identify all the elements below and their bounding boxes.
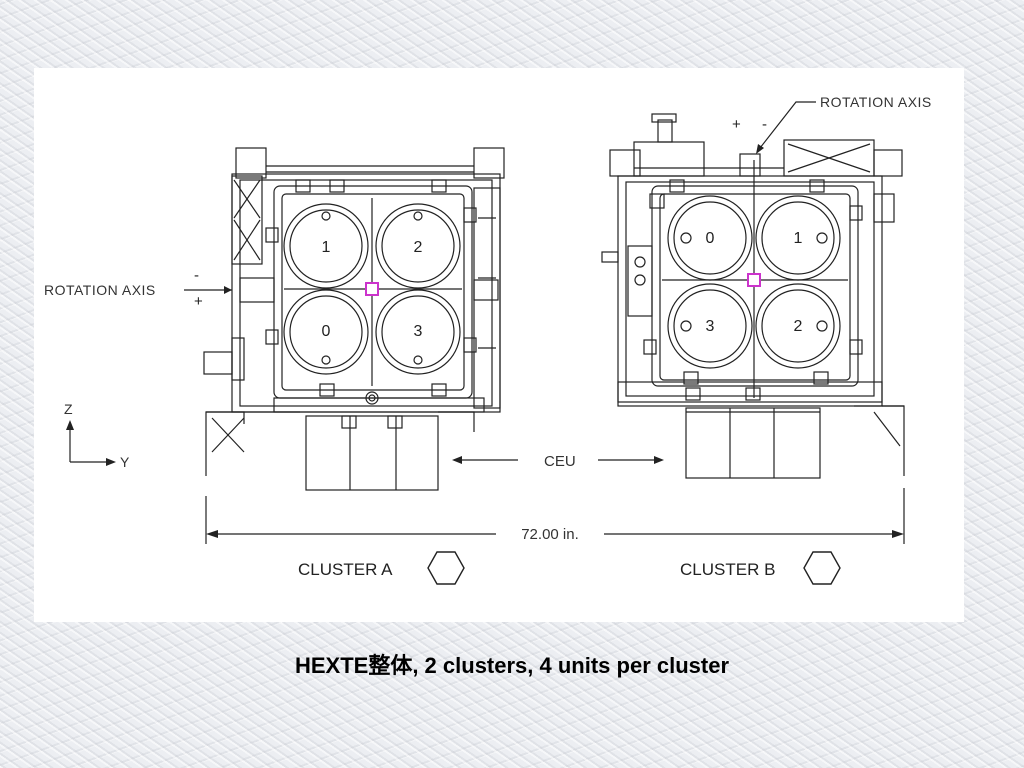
cluster-b-drawing: [601, 113, 905, 479]
cluster-b-axis-leader: [759, 101, 816, 149]
cluster-a-label: CLUSTER A: [298, 560, 393, 579]
cluster-a-unit-3: 3: [414, 323, 423, 340]
cluster-b-minus-sign: -: [762, 116, 767, 133]
cluster-a-unit-1: 1: [322, 239, 331, 256]
ceu-label: CEU: [544, 453, 576, 470]
cluster-a-rotation-axis-label: ROTATION AXIS: [44, 282, 156, 298]
hexte-diagram: 1 2 0 3 ROTATION AXIS - +: [34, 68, 964, 622]
zy-axis-indicator: [66, 420, 116, 466]
cluster-a-minus-sign: -: [194, 267, 199, 284]
cluster-a-drawing: [203, 147, 505, 491]
cluster-b-plus-sign: +: [732, 116, 741, 133]
cluster-b-axis-marker: [747, 273, 761, 287]
slide-caption: HEXTE整体, 2 clusters, 4 units per cluster: [294, 653, 730, 678]
cluster-b-axis-arrowhead: [756, 144, 764, 154]
cluster-b-unit-1: 1: [794, 230, 803, 247]
dimension-line: [205, 488, 905, 544]
cluster-b-unit-3: 3: [706, 318, 715, 335]
dimension-label: 72.00 in.: [521, 526, 579, 543]
cluster-a-unit-0: 0: [322, 323, 331, 340]
cluster-b-unit-0: 0: [706, 230, 715, 247]
cluster-b-rotation-axis-label: ROTATION AXIS: [820, 94, 932, 110]
cluster-a-plus-sign: +: [194, 293, 203, 310]
cluster-a-axis-marker: [365, 282, 379, 296]
cluster-a-hexagon-icon: [427, 551, 465, 585]
cluster-b-label: CLUSTER B: [680, 560, 775, 579]
cluster-b-hexagon-icon: [803, 551, 841, 585]
cluster-a-axis-arrowhead: [224, 286, 232, 294]
z-axis-label: Z: [64, 401, 73, 417]
y-axis-label: Y: [120, 454, 130, 470]
cluster-b-unit-2: 2: [794, 318, 803, 335]
cluster-a-unit-2: 2: [414, 239, 423, 256]
